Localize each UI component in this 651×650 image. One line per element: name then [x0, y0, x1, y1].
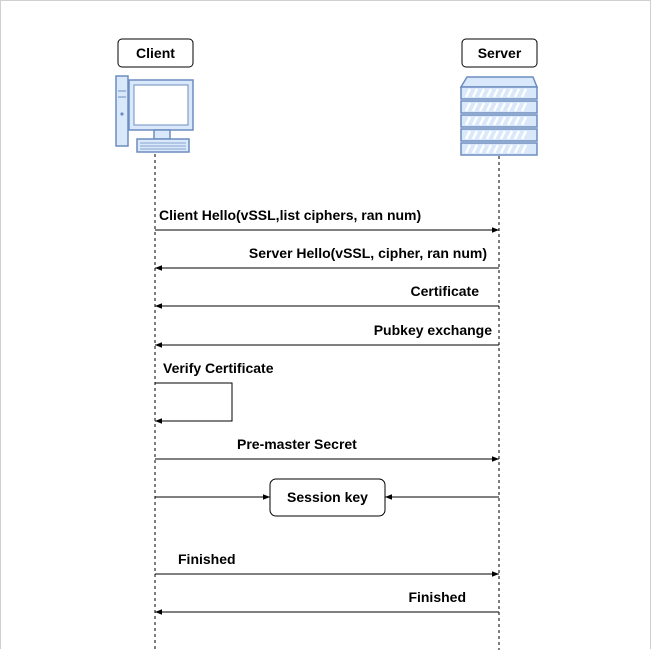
server-header: Server: [461, 38, 538, 68]
message-finished-client: Finished: [155, 551, 499, 577]
session-key-step: Session key: [155, 478, 499, 517]
message-label: Pre-master Secret: [237, 436, 357, 452]
client-header: Client: [117, 38, 194, 68]
message-pubkey-exchange: Pubkey exchange: [155, 322, 499, 348]
session-key-label: Session key: [287, 489, 368, 505]
message-server-hello: Server Hello(vSSL, cipher, ran num): [155, 245, 499, 271]
message-label: Finished: [408, 589, 466, 605]
message-certificate: Certificate: [155, 283, 499, 309]
message-label: Server Hello(vSSL, cipher, ran num): [249, 245, 487, 261]
server-label: Server: [478, 45, 522, 61]
message-verify-certificate: Verify Certificate: [155, 360, 274, 424]
desktop-computer-icon: [115, 75, 194, 153]
server-rack-icon: [459, 76, 539, 156]
message-finished-server: Finished: [155, 589, 499, 615]
message-pre-master-secret: Pre-master Secret: [155, 436, 499, 462]
message-label: Certificate: [411, 283, 480, 299]
message-label: Finished: [178, 551, 236, 567]
message-label: Verify Certificate: [163, 360, 274, 376]
message-label: Client Hello(vSSL,list ciphers, ran num): [159, 207, 421, 223]
session-key-box: [269, 478, 386, 517]
client-label: Client: [136, 45, 175, 61]
message-client-hello: Client Hello(vSSL,list ciphers, ran num): [155, 207, 499, 233]
message-label: Pubkey exchange: [374, 322, 492, 338]
